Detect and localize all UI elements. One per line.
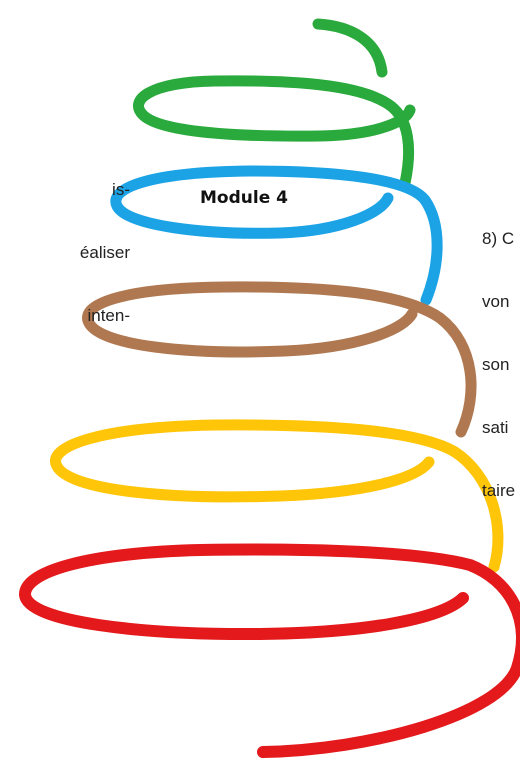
left-text-line: is-	[112, 180, 130, 199]
right-cropped-text: 8) C von son sati taire	[482, 186, 515, 522]
right-text-line: 8) C	[482, 229, 515, 248]
module-label: Module 4	[200, 188, 288, 208]
left-text-line: inten-	[87, 306, 130, 325]
coil-yellow	[50, 419, 504, 573]
coil-brown	[82, 281, 477, 438]
coil-green	[133, 18, 416, 189]
left-text-line: éaliser	[79, 243, 130, 262]
right-text-line: von	[482, 292, 510, 311]
right-text-line: son	[482, 355, 510, 374]
coil-red	[19, 543, 520, 758]
right-text-line: sati	[482, 418, 509, 437]
right-text-line: taire	[482, 481, 516, 500]
coil-blue	[110, 165, 443, 306]
left-cropped-text: is- éaliser inten-	[0, 137, 130, 347]
